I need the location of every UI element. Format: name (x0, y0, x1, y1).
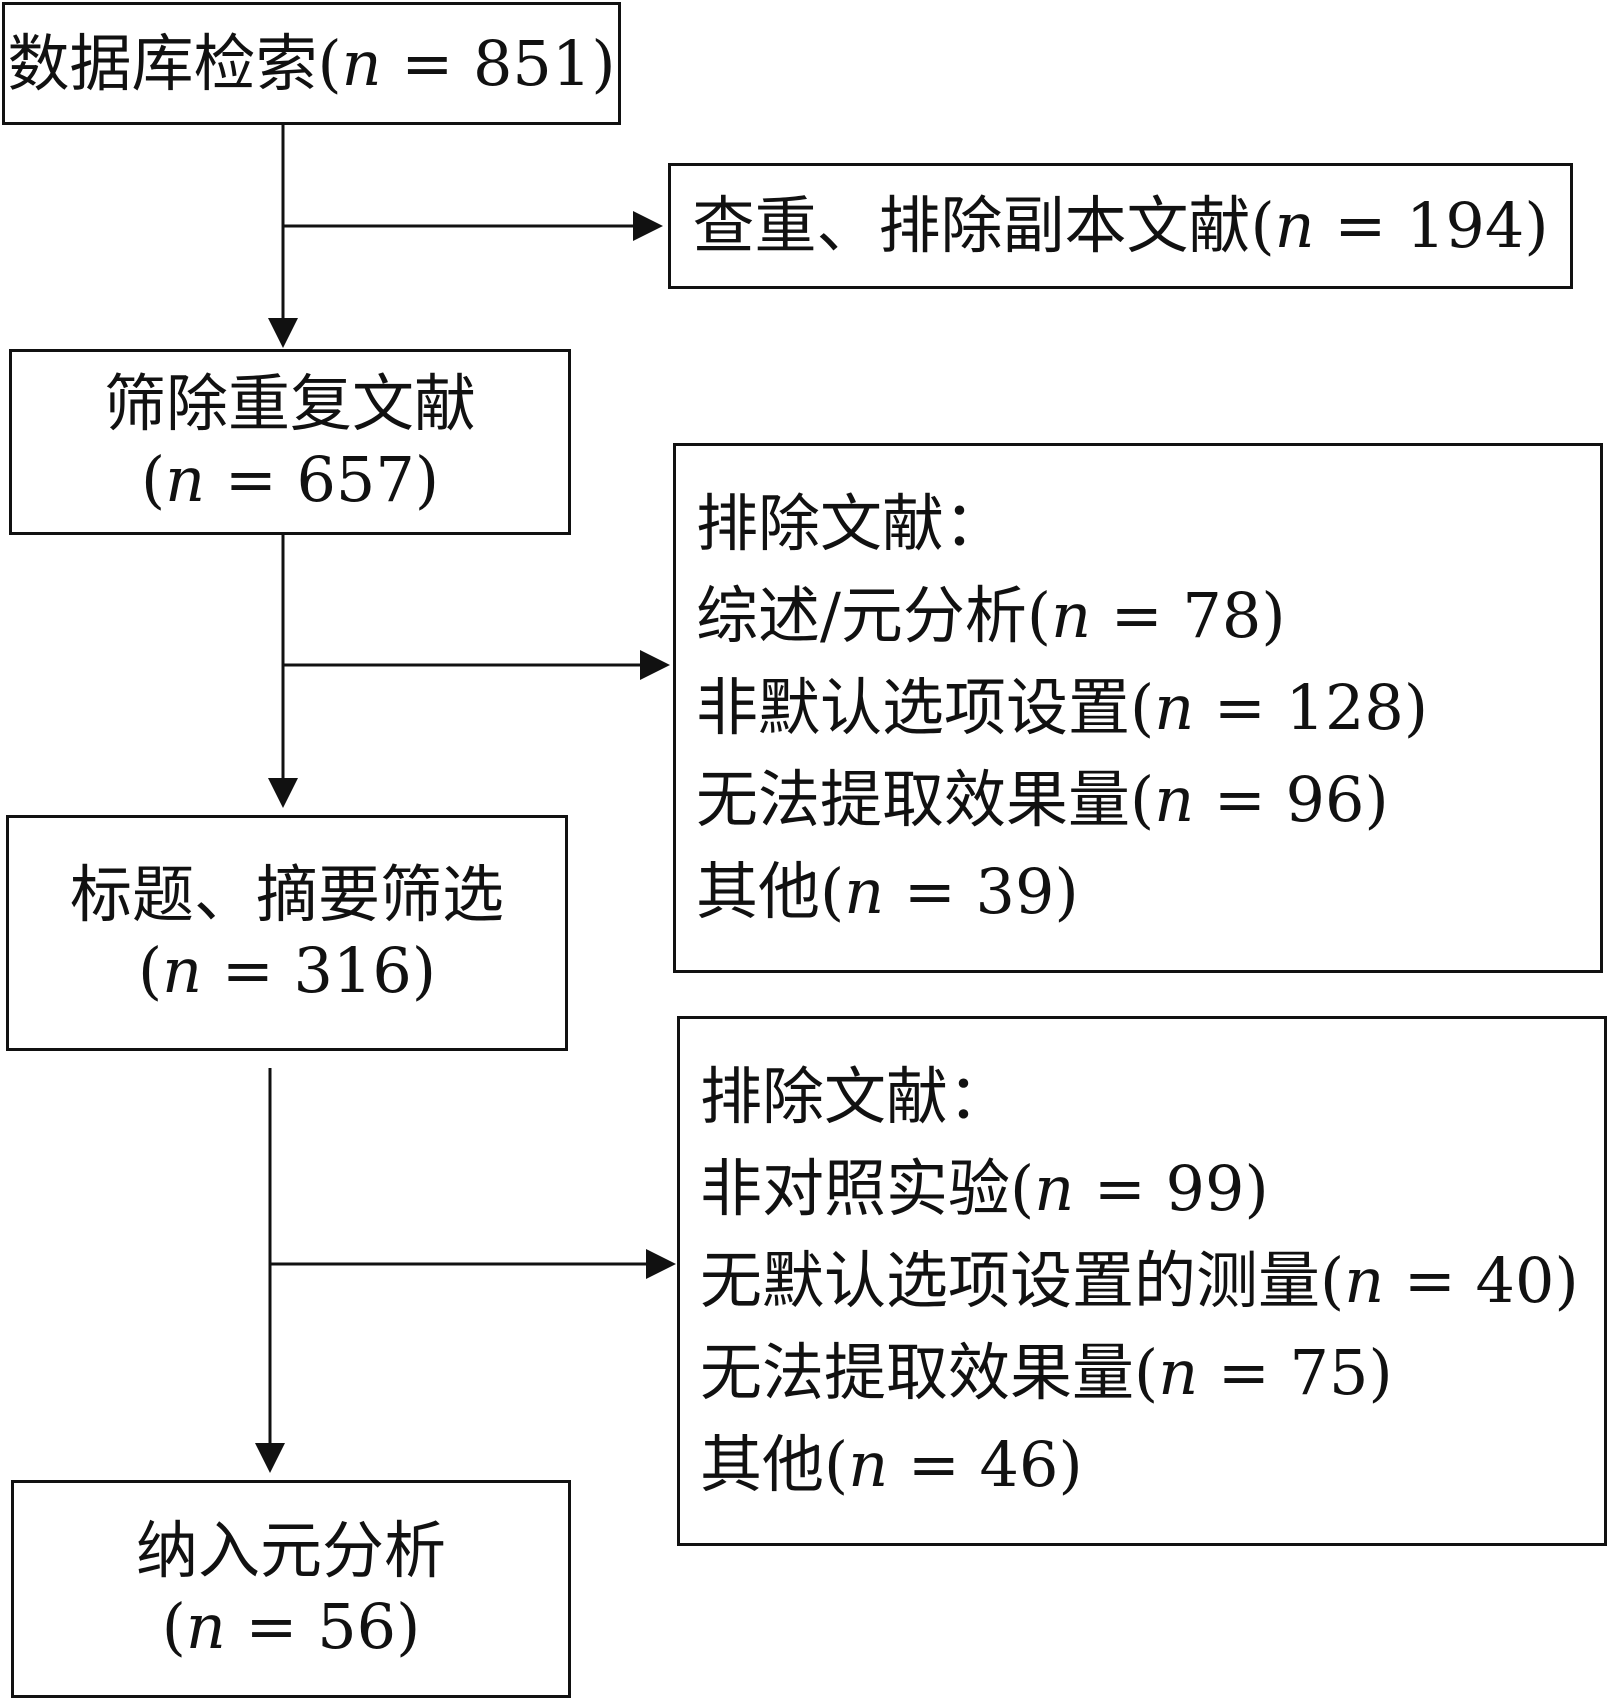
n-variable: n (1344, 1244, 1385, 1317)
included-n-line: (n = 56) (161, 1590, 421, 1663)
exclusions-1-item: 无法提取效果量(n = 96) (696, 763, 1389, 836)
title-abstract-n-line: (n = 316) (137, 934, 437, 1007)
exclusion-label: 其他 (700, 1428, 825, 1501)
database-search-box: 数据库检索(n = 851) (2, 2, 621, 125)
exclusion-label: 非默认选项设置 (696, 671, 1131, 744)
dedup-exclusion-label: 查重、排除副本文献 (692, 189, 1251, 263)
database-search-label: 数据库检索 (7, 26, 318, 100)
n-variable: n (848, 1428, 889, 1501)
exclusion-label: 综述/元分析 (696, 579, 1027, 652)
exclusions-box-1: 排除文献： 综述/元分析(n = 78) 非默认选项设置(n = 128) 无法… (673, 443, 1603, 973)
dedup-exclusion-text: 查重、排除副本文献(n = 194) (692, 189, 1549, 263)
n-variable: n (1154, 671, 1195, 744)
exclusion-label: 非对照实验 (700, 1152, 1011, 1225)
exclusion-count: 96 (1285, 763, 1365, 836)
n-variable: n (1158, 1336, 1199, 1409)
exclusion-count: 99 (1165, 1152, 1245, 1225)
n-variable: n (1051, 579, 1092, 652)
title-abstract-screening-box: 标题、摘要筛选 (n = 316) (6, 815, 568, 1051)
n-variable: n (185, 1590, 226, 1663)
exclusions-1-item: 综述/元分析(n = 78) (696, 579, 1286, 652)
exclusion-count: 39 (975, 855, 1055, 928)
database-search-count: 851 (472, 26, 592, 100)
exclusion-label: 无法提取效果量 (700, 1336, 1135, 1409)
dedup-exclusion-box: 查重、排除副本文献(n = 194) (668, 163, 1573, 289)
exclusion-count: 46 (979, 1428, 1059, 1501)
database-search-text: 数据库检索(n = 851) (7, 26, 616, 100)
included-label: 纳入元分析 (135, 1514, 446, 1588)
equals-sign: = (1384, 1244, 1476, 1317)
equals-sign: = (1091, 579, 1183, 652)
title-abstract-label: 标题、摘要筛选 (69, 858, 504, 932)
exclusion-label: 无法提取效果量 (696, 763, 1131, 836)
exclusion-count: 40 (1475, 1244, 1555, 1317)
exclusions-2-item: 无法提取效果量(n = 75) (700, 1336, 1393, 1409)
equals-sign: = (888, 1428, 980, 1501)
n-variable: n (162, 934, 203, 1007)
exclusion-label: 无默认选项设置的测量 (700, 1244, 1321, 1317)
equals-sign: = (202, 934, 294, 1007)
exclusions-2-item: 无默认选项设置的测量(n = 40) (700, 1244, 1579, 1317)
included-meta-analysis-box: 纳入元分析 (n = 56) (11, 1480, 571, 1698)
equals-sign: = (225, 1590, 318, 1663)
exclusion-label: 其他 (696, 855, 821, 928)
dedup-exclusion-count: 194 (1405, 189, 1525, 263)
exclusion-count: 128 (1285, 671, 1404, 744)
included-count: 56 (317, 1590, 397, 1663)
screen-duplicates-count: 657 (296, 443, 415, 516)
equals-sign: = (1314, 189, 1406, 263)
screen-duplicates-box: 筛除重复文献 (n = 657) (9, 349, 571, 535)
n-variable: n (844, 855, 885, 928)
exclusions-1-item: 其他(n = 39) (696, 855, 1079, 928)
n-variable: n (1154, 763, 1195, 836)
exclusions-2-item: 非对照实验(n = 99) (700, 1152, 1269, 1225)
n-variable: n (1274, 189, 1315, 263)
equals-sign: = (1074, 1152, 1166, 1225)
n-variable: n (1034, 1152, 1075, 1225)
exclusion-count: 75 (1289, 1336, 1369, 1409)
n-variable: n (341, 26, 382, 100)
exclusions-2-item: 其他(n = 46) (700, 1428, 1083, 1501)
exclusion-count: 78 (1182, 579, 1262, 652)
screen-duplicates-label: 筛除重复文献 (103, 367, 476, 441)
equals-sign: = (884, 855, 976, 928)
equals-sign: = (1198, 1336, 1290, 1409)
exclusions-1-heading: 排除文献： (696, 487, 1007, 560)
equals-sign: = (381, 26, 473, 100)
exclusions-1-item: 非默认选项设置(n = 128) (696, 671, 1429, 744)
title-abstract-count: 316 (293, 934, 412, 1007)
n-variable: n (165, 443, 206, 516)
equals-sign: = (1194, 671, 1286, 744)
exclusions-box-2: 排除文献： 非对照实验(n = 99) 无默认选项设置的测量(n = 40) 无… (677, 1016, 1607, 1546)
equals-sign: = (205, 443, 297, 516)
screen-duplicates-n-line: (n = 657) (140, 443, 440, 516)
equals-sign: = (1194, 763, 1286, 836)
exclusions-2-heading: 排除文献： (700, 1060, 1011, 1133)
